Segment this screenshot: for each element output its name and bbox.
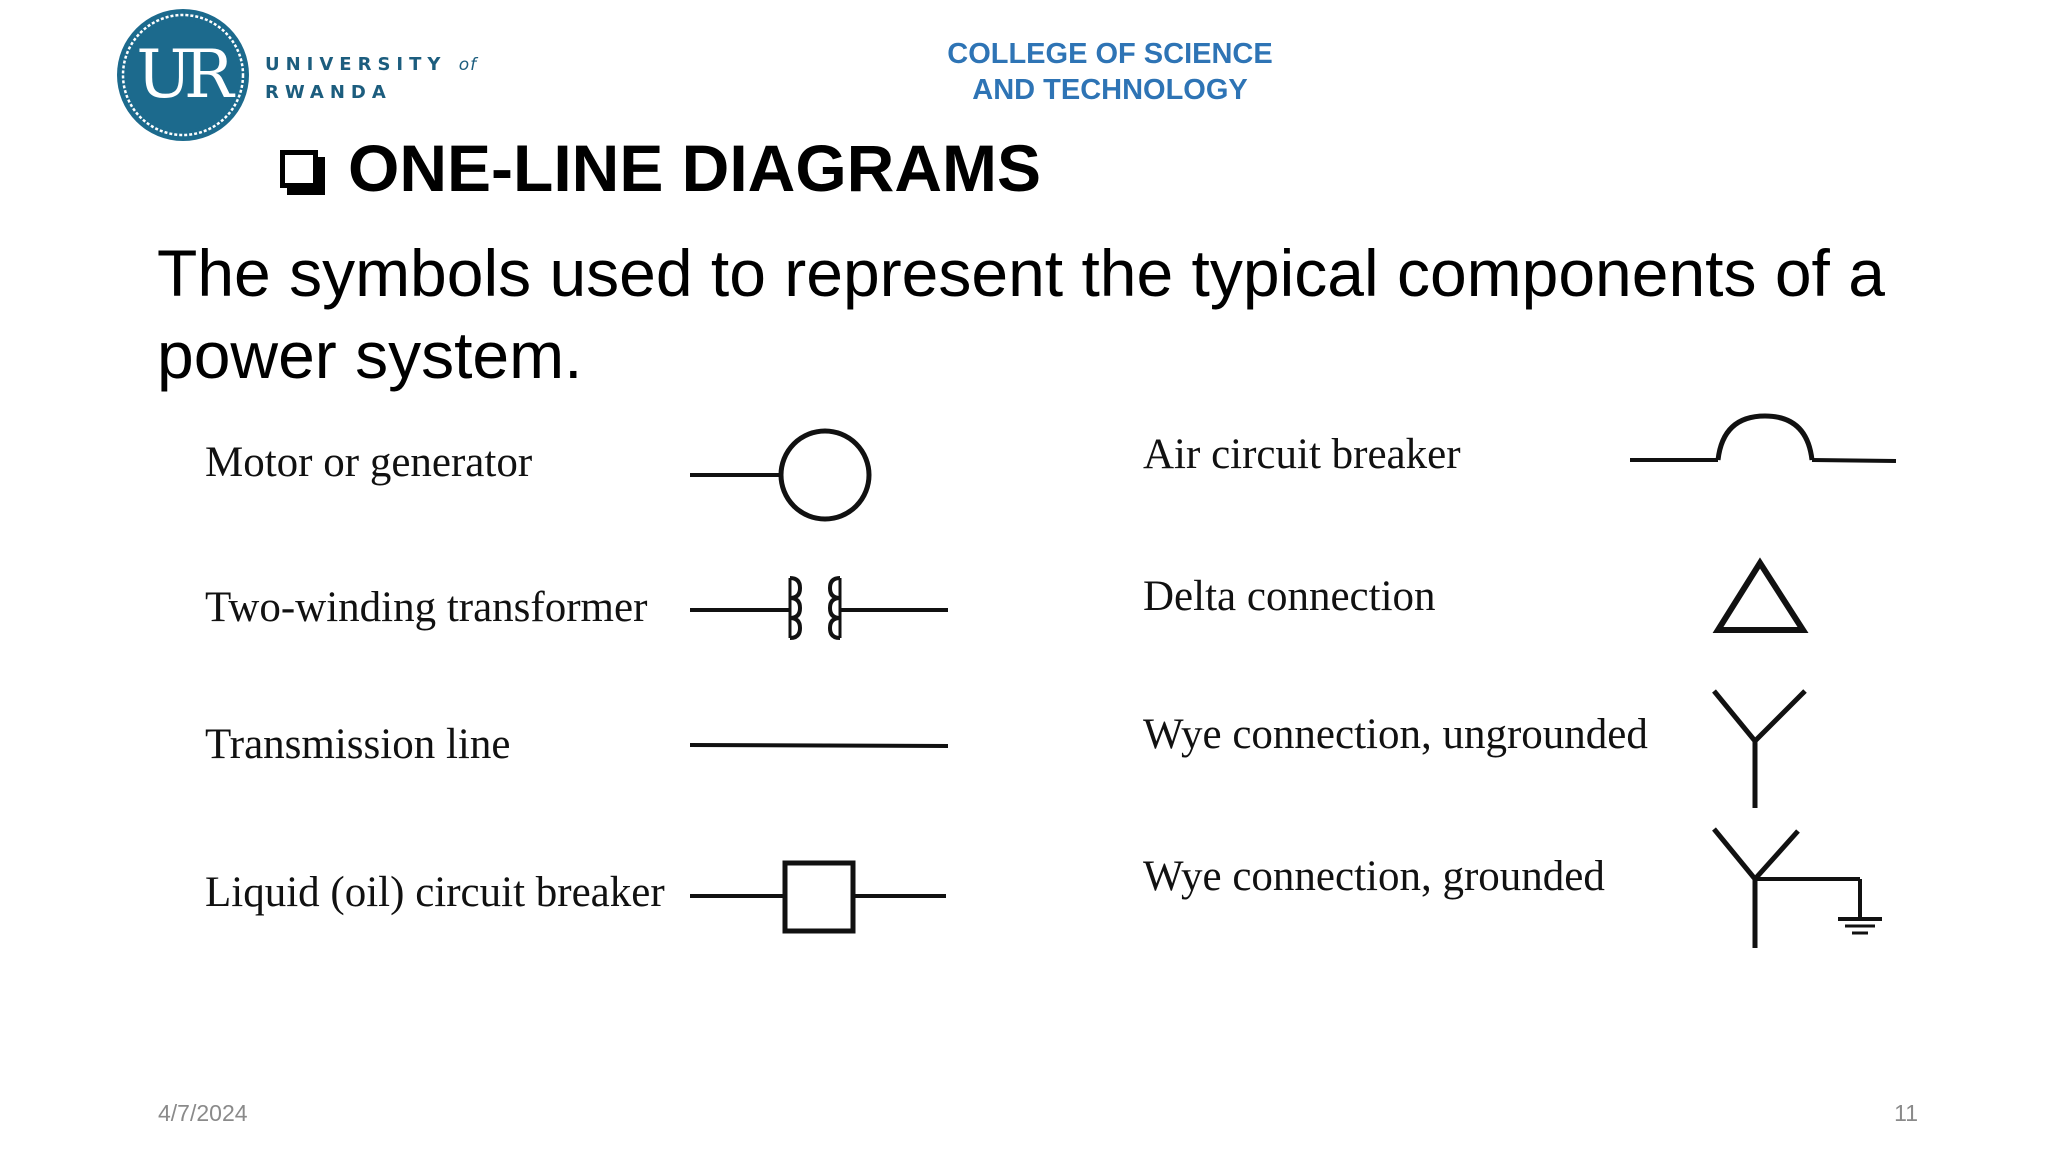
college-line1: COLLEGE OF SCIENCE [947,38,1273,70]
symbol-label-delta: Delta connection [1143,573,1436,620]
slide-subtitle: The symbols used to represent the typica… [157,236,1885,392]
checkbox-bullet-icon [280,150,318,188]
college-line2: AND TECHNOLOGY [972,74,1248,106]
symbol-label-transmission-line: Transmission line [205,721,511,768]
university-emblem-icon: UR [117,9,249,141]
air-circuit-breaker-icon [1630,413,1897,463]
symbol-label-transformer: Two-winding transformer [205,584,648,631]
oil-circuit-breaker-icon [690,860,946,934]
university-logo: UR UNIVERSITY of RWANDA [113,5,493,145]
symbol-label-wye-grounded: Wye connection, grounded [1143,853,1605,900]
slide-date: 4/7/2024 [158,1100,248,1126]
motor-generator-icon [690,428,872,522]
symbol-label-oil-breaker: Liquid (oil) circuit breaker [205,869,665,916]
slide-page-number: 11 [1894,1100,1918,1126]
symbols-figure: Motor or generator Two-winding transform… [190,400,1910,980]
transformer-icon [690,576,948,640]
slide-title-text: ONE-LINE DIAGRAMS [348,131,1041,205]
logo-line1: UNIVERSITY [265,54,447,75]
wye-grounded-icon [1712,827,1882,948]
symbol-label-motor-generator: Motor or generator [205,439,533,486]
transmission-line-icon [690,743,949,748]
logo-of: of [458,55,478,75]
wye-ungrounded-icon [1712,689,1807,808]
symbol-label-wye-ungrounded: Wye connection, ungrounded [1143,711,1648,758]
symbol-label-air-breaker: Air circuit breaker [1143,431,1461,478]
svg-text:UR: UR [136,36,236,113]
slide-title: ONE-LINE DIAGRAMS [280,128,1041,208]
college-name: COLLEGE OF SCIENCE AND TECHNOLOGY [860,36,1360,108]
logo-line2: RWANDA [265,82,392,103]
logo-wordmark: UNIVERSITY of RWANDA [265,51,477,106]
delta-connection-icon [1712,557,1809,633]
